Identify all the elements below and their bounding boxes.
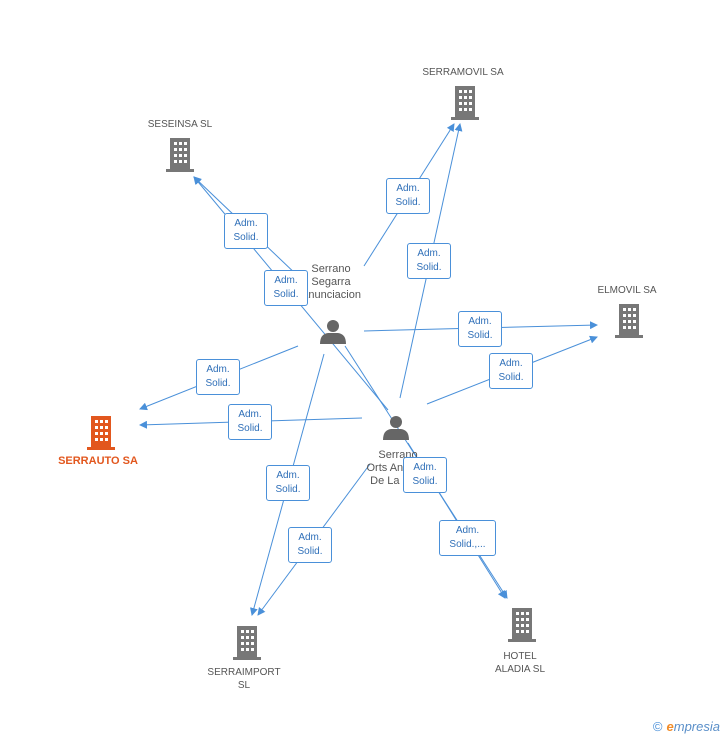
person-icon[interactable] [383, 416, 409, 440]
edge-label-line: Adm. [206, 364, 230, 375]
brand-logo: empresia [667, 719, 720, 734]
edge-label-line: Solid. [498, 372, 524, 383]
edge-label-line: Adm. [396, 183, 420, 194]
label-line: HOTEL [503, 651, 537, 662]
edge-label-line: Solid. [275, 484, 301, 495]
person-icon[interactable] [320, 320, 346, 344]
building-windows [95, 90, 636, 651]
company-label-serraimport[interactable]: SERRAIMPORT SL [194, 666, 294, 692]
edge-label-line: Adm. [468, 316, 492, 327]
brand-logo-text: mpresia [673, 719, 720, 734]
edge-label-line: Solid. [273, 289, 299, 300]
edge-label[interactable]: Adm. Solid. [228, 404, 272, 440]
label-line: Segarra [311, 276, 351, 288]
footer-brand[interactable]: ©empresia [653, 719, 720, 734]
edge-label-line: Solid. [205, 378, 231, 389]
edge-label-line: Adm. [499, 358, 523, 369]
label-line: SERRAIMPORT [207, 667, 281, 678]
label-line: Serrano [311, 263, 351, 275]
edge-label-line: Adm. [298, 532, 322, 543]
edge-label-line: Solid. [467, 330, 493, 341]
edge-label[interactable]: Adm. Solid. [403, 457, 447, 493]
edge-label[interactable]: Adm. Solid. [196, 359, 240, 395]
copyright-symbol: © [652, 719, 663, 734]
edge-label[interactable]: Adm. Solid. [386, 178, 430, 214]
company-label-hotel[interactable]: HOTEL ALADIA SL [470, 650, 570, 676]
edge-label[interactable]: Adm. Solid. [224, 213, 268, 249]
edge-label[interactable]: Adm. Solid. [264, 270, 308, 306]
brand-logo-e: e [666, 719, 674, 734]
edge-label-line: Adm. [276, 470, 300, 481]
label-line: ALADIA SL [494, 664, 546, 675]
edge-label-line: Adm. [234, 218, 258, 229]
edge-label[interactable]: Adm. Solid. [489, 353, 533, 389]
edge-label-line: Adm. [417, 248, 441, 259]
edge-label-line: Solid. [412, 476, 438, 487]
label-line: Anunciacion [301, 289, 361, 301]
edge-label-line: Solid. [237, 423, 263, 434]
edge-label[interactable]: Adm. Solid. [288, 527, 332, 563]
edge-label-line: Adm. [413, 462, 437, 473]
edge-label-line: Solid. [416, 262, 442, 273]
edge-label[interactable]: Adm. Solid. [407, 243, 451, 279]
edge-label[interactable]: Adm. Solid.,... [439, 520, 496, 556]
edge-label-line: Adm. [274, 275, 298, 286]
company-label-seseinsa[interactable]: SESEINSA SL [147, 119, 213, 130]
edge-label[interactable]: Adm. Solid. [458, 311, 502, 347]
edge-label[interactable]: Adm. Solid. [266, 465, 310, 501]
edge-label-line: Solid.,... [449, 539, 486, 550]
company-label-serramovil[interactable]: SERRAMOVIL SA [422, 67, 504, 78]
edge-label-line: Adm. [238, 409, 262, 420]
label-line: SL [237, 680, 251, 691]
person-label-p1[interactable]: Serrano Segarra Anunciacion [288, 263, 374, 302]
edge-label-line: Solid. [233, 232, 259, 243]
edge-label-line: Solid. [395, 197, 421, 208]
company-label-serrauto[interactable]: SERRAUTO SA [58, 455, 138, 467]
company-label-elmovil[interactable]: ELMOVIL SA [597, 285, 657, 296]
edge-label-line: Solid. [297, 546, 323, 557]
edge-label-line: Adm. [455, 525, 480, 536]
